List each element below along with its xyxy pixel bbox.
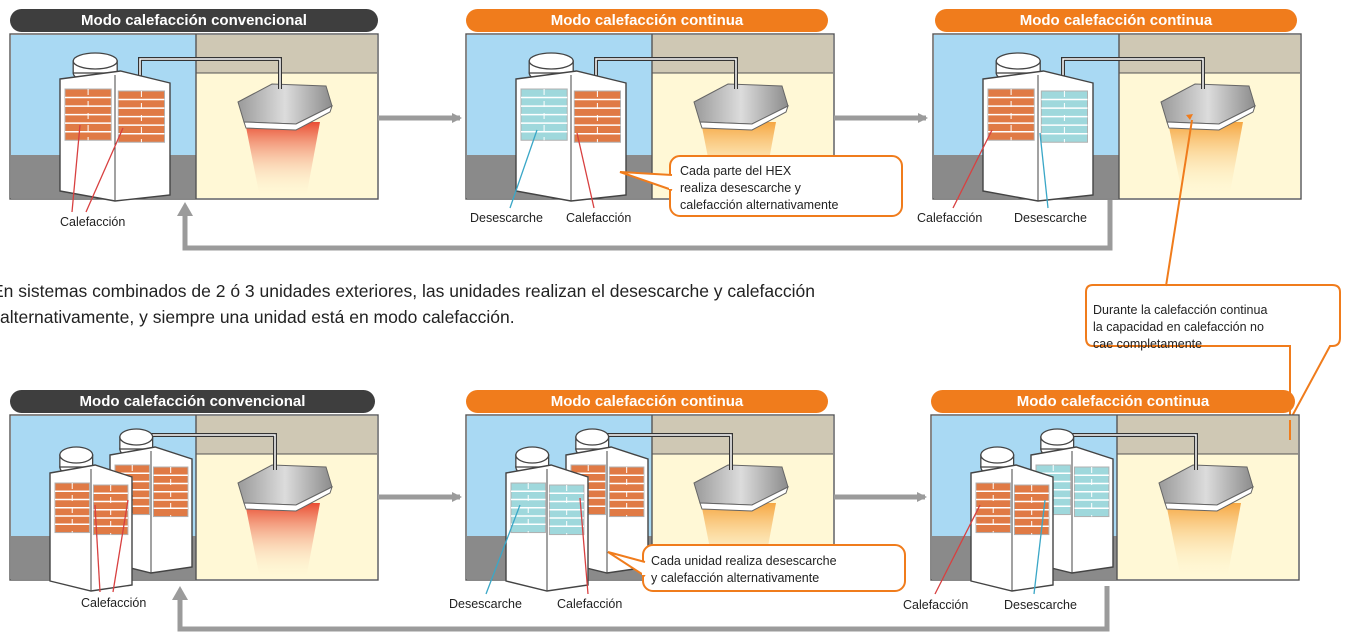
hex-callout-text: Cada parte del HEX realiza desescarche y… <box>680 164 839 212</box>
capacity-callout-pointer <box>1165 119 1193 287</box>
arrow-bottom-loop-head <box>172 586 188 600</box>
leader-bottom-1-a <box>94 504 101 593</box>
top-panel-1-ceiling <box>196 35 377 73</box>
top-panel-1-airflow <box>245 122 320 198</box>
label-bottom-1-heating: Calefacción <box>81 596 147 610</box>
capacity-callout-box <box>1085 284 1341 421</box>
mode-pill-top-1: Modo calefacción convencional <box>10 9 378 32</box>
label-top-2-defrost: Desescarche <box>470 211 543 225</box>
bottom-panel-3 <box>930 414 1300 592</box>
capacity-callout-text: Durante la calefacción continua la capac… <box>1093 303 1268 351</box>
label-bottom-3-heating: Calefacción <box>903 598 969 612</box>
leader-bottom-2-defrost <box>485 504 521 595</box>
arrow-top-loop <box>182 200 1113 251</box>
label-top-3-defrost: Desescarche <box>1014 211 1087 225</box>
hex-callout-tail <box>619 171 673 191</box>
label-top-1-heating: Calefacción <box>60 215 126 229</box>
leader-top-2-heating <box>576 132 595 209</box>
top-panel-3 <box>932 33 1302 202</box>
top-panel-2-ceiling <box>652 35 833 73</box>
mode-pill-top-2: Modo calefacción continua <box>466 9 828 32</box>
mode-pill-bottom-2: Modo calefacción continua <box>466 390 828 413</box>
top-panel-1 <box>9 33 379 202</box>
leader-top-2-defrost <box>509 129 538 209</box>
mode-pill-top-3: Modo calefacción continua <box>935 9 1297 32</box>
mode-pill-bottom-3: Modo calefacción continua <box>931 390 1295 413</box>
leader-bottom-3-defrost <box>1033 499 1046 595</box>
label-bottom-2-defrost: Desescarche <box>449 597 522 611</box>
bottom-panel-3-airflow <box>1166 503 1241 579</box>
mode-pill-bottom-1: Modo calefacción convencional <box>10 390 375 413</box>
leader-bottom-3-heating <box>934 504 981 595</box>
unit-callout-tail <box>607 551 646 577</box>
top-panel-3-airflow <box>1168 122 1243 198</box>
arrow-top-loop-head <box>177 202 193 216</box>
leader-top-1-b <box>85 127 124 213</box>
label-bottom-3-defrost: Desescarche <box>1004 598 1077 612</box>
explanation-paragraph: En sistemas combinados de 2 ó 3 unidades… <box>0 281 815 327</box>
bottom-panel-1-airflow <box>245 503 320 579</box>
top-panel-3-ceiling <box>1119 35 1300 73</box>
top-panel-2 <box>465 33 835 202</box>
unit-callout-text: Cada unidad realiza desescarche y calefa… <box>651 554 837 585</box>
label-top-2-heating: Calefacción <box>566 211 632 225</box>
leader-top-3-heating <box>952 129 993 209</box>
leader-top-3-defrost <box>1039 132 1049 209</box>
leader-bottom-1-b <box>112 499 129 593</box>
bottom-panel-1 <box>9 414 379 592</box>
arrow-bottom-loop <box>177 586 1110 632</box>
leader-bottom-2-heating <box>579 497 589 595</box>
label-bottom-2-heating: Calefacción <box>557 597 623 611</box>
leader-top-1-a <box>71 124 81 213</box>
label-top-3-heating: Calefacción <box>917 211 983 225</box>
